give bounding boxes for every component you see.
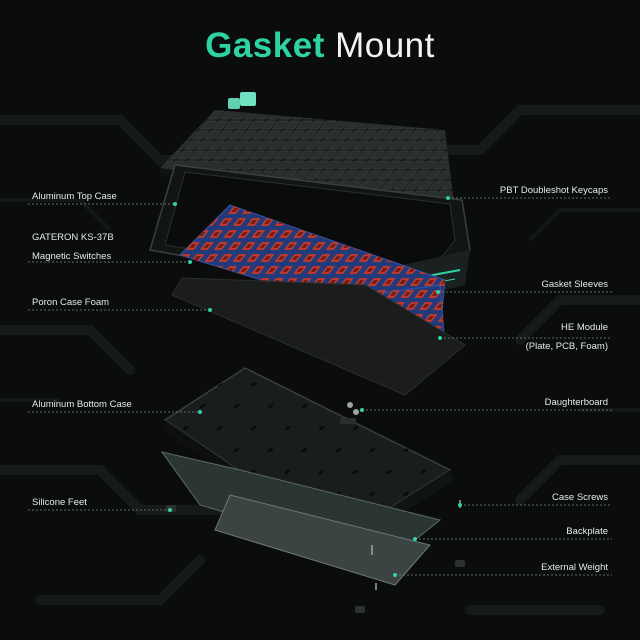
label-silicone-feet: Silicone Feet xyxy=(32,497,87,508)
daughterboard xyxy=(340,402,359,424)
label-he-module: HE Module xyxy=(561,322,608,333)
leader-lines xyxy=(28,197,612,576)
label-aluminum-top-case: Aluminum Top Case xyxy=(32,191,117,202)
label-gasket-sleeves: Gasket Sleeves xyxy=(541,279,608,290)
label-pbt-doubleshot-keycaps: PBT Doubleshot Keycaps xyxy=(499,185,608,196)
label-poron-case-foam: Poron Case Foam xyxy=(32,297,110,308)
label-case-screws: Case Screws xyxy=(552,492,608,503)
label-external-weight: External Weight xyxy=(541,562,608,573)
label-he-module-detail: (Plate, PCB, Foam) xyxy=(525,341,608,352)
title-rest: Mount xyxy=(335,26,435,65)
label-daughterboard: Daughterboard xyxy=(544,397,608,408)
label-aluminum-bottom-case: Aluminum Bottom Case xyxy=(32,399,132,410)
poron-foam-layer xyxy=(171,277,466,396)
title-accent: Gasket xyxy=(205,26,325,65)
label-backplate: Backplate xyxy=(566,526,608,537)
mint-escape-keycap xyxy=(240,92,256,106)
label-gateron-switch-model: GATERON KS-37B xyxy=(32,232,114,243)
label-magnetic-switches: Magnetic Switches xyxy=(32,251,112,262)
leader-dots xyxy=(168,196,462,577)
external-weight-layer xyxy=(214,494,431,586)
page-title: Gasket Mount xyxy=(0,26,640,66)
